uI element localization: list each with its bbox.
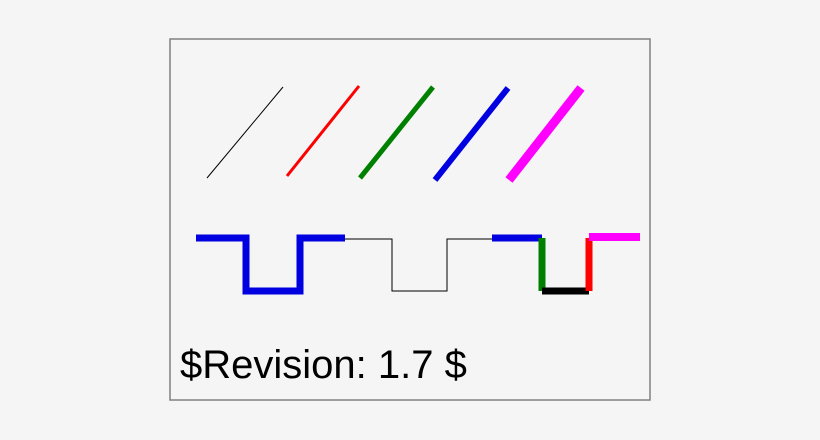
line-magenta <box>505 85 585 183</box>
line-blue <box>432 86 511 182</box>
segment-black-middle <box>345 238 492 292</box>
diagonal-lines-group <box>206 85 585 183</box>
line-black-thin <box>206 86 284 179</box>
line-red <box>285 85 361 177</box>
segment-blue-left-top <box>196 234 345 295</box>
revision-label: $Revision: 1.7 $ <box>180 343 467 387</box>
waveform-group <box>196 233 640 295</box>
line-green <box>358 85 435 180</box>
